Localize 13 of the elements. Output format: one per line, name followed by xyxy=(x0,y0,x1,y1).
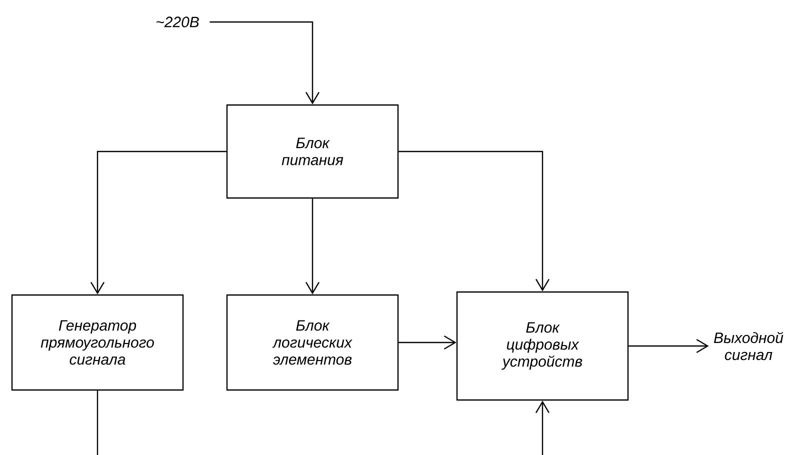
process-box: Блок логических элементов xyxy=(226,294,399,391)
arrow xyxy=(628,338,709,353)
arrow xyxy=(398,150,550,292)
process-box: Генератор прямоугольного сигнала xyxy=(11,294,184,391)
process-box: Блок цифровых устройств xyxy=(456,291,629,401)
arrow xyxy=(535,400,550,414)
process-box: Блок питания xyxy=(226,104,399,199)
arrow xyxy=(305,198,320,294)
arrow xyxy=(398,335,456,350)
arrow xyxy=(90,150,226,294)
arrow xyxy=(210,21,320,104)
signal-label: Выходной сигнал xyxy=(714,332,784,360)
signal-label: ~220В xyxy=(156,16,199,28)
